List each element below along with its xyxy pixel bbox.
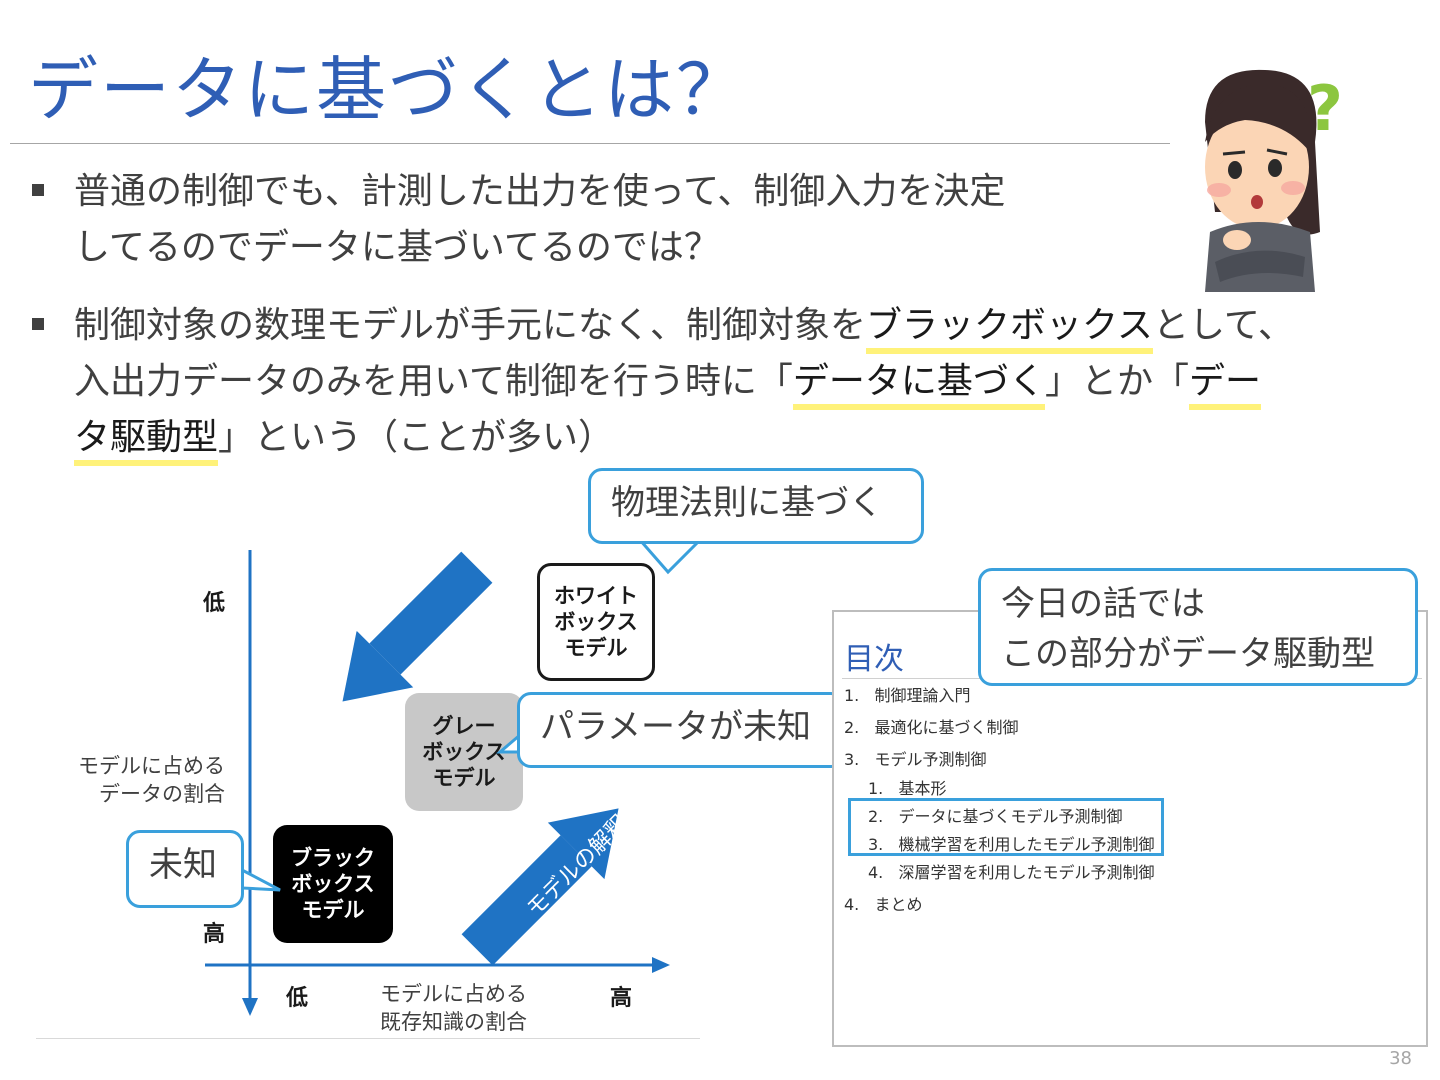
bullet-2: 制御対象の数理モデルが手元になく、制御対象をブラックボックスとして、 入出力デー… [32,298,1432,468]
bullet-2-line-3: タ駆動型」という（ことが多い） [74,410,1294,466]
x-axis-label: モデルに占める 既存知識の割合 [380,982,527,1034]
toc-item-1: 1. 制御理論入門 [844,686,971,705]
toc-subitem-1: 1. 基本形 [868,779,947,798]
page-number: 38 [1389,1048,1412,1069]
highlight-data-driven-part1: デー [1188,361,1261,410]
y-axis-arrowhead [242,998,258,1016]
toc-subitem-3: 3. 機械学習を利用したモデル予測制御 [868,835,1155,854]
callout-data-driven-part: 今日の話では この部分がデータ駆動型 [978,568,1418,686]
bullet-1-line-1: 普通の制御でも、計測した出力を使って、制御入力を決定 [74,171,1006,212]
toc-subitem-4: 4. 深層学習を利用したモデル予測制御 [868,863,1155,882]
y-axis-label: モデルに占める データの割合 [78,754,225,806]
complexity-arrow [342,551,493,702]
callout-unknown: 未知 [126,830,244,908]
toc-item-4: 4. まとめ [844,895,923,914]
highlight-data-based: データに基づく [792,361,1045,410]
interpretability-arrow [461,808,619,966]
bullet-2-line-2: 入出力データのみを用いて制御を行う時に「データに基づく」とか「デー [74,354,1294,410]
y-axis-high-label: 高 [203,922,226,947]
thinking-woman-icon: ? [1205,69,1343,292]
bullet-1-line-2: してるのでデータに基づいてるのでは？ [74,227,720,268]
highlight-black-box: ブラックボックス [866,305,1153,354]
bullet-2-line-1: 制御対象の数理モデルが手元になく、制御対象をブラックボックスとして、 [74,298,1294,354]
slide-title: データに基づくとは？ [28,49,748,131]
bullet-1: 普通の制御でも、計測した出力を使って、制御入力を決定 してるのでデータに基づいて… [32,164,1132,276]
toc-title: 目次 [844,642,904,677]
model-diagram [205,550,670,1016]
bullet-1-text: 普通の制御でも、計測した出力を使って、制御入力を決定 してるのでデータに基づいて… [74,164,1005,276]
square-bullet-icon [32,318,44,330]
x-axis-high-label: 高 [610,986,633,1011]
gray-box-model: グレー ボックス モデル [405,693,523,811]
highlight-data-driven-part2: タ駆動型 [74,417,219,466]
toc-data-driven-highlight-box [848,798,1164,856]
x-axis-low-label: 低 [286,986,309,1011]
black-box-model: ブラック ボックス モデル [273,825,393,943]
toc-item-2: 2. 最適化に基づく制御 [844,718,1019,737]
x-axis-arrowhead [652,957,670,973]
callout-params-unknown: パラメータが未知 [517,692,845,768]
toc-item-3: 3. モデル予測制御 [844,750,987,769]
title-divider [10,143,1170,144]
bullet-2-text: 制御対象の数理モデルが手元になく、制御対象をブラックボックスとして、 入出力デー… [74,298,1294,466]
white-box-model: ホワイト ボックス モデル [537,563,655,681]
y-axis-low-label: 低 [203,591,226,616]
toc-subitem-2: 2. データに基づくモデル予測制御 [868,807,1123,826]
svg-text:?: ? [1307,72,1343,145]
callout-physics-based: 物理法則に基づく [588,468,924,544]
diagram-bottom-rule [36,1038,700,1039]
square-bullet-icon [32,184,44,196]
